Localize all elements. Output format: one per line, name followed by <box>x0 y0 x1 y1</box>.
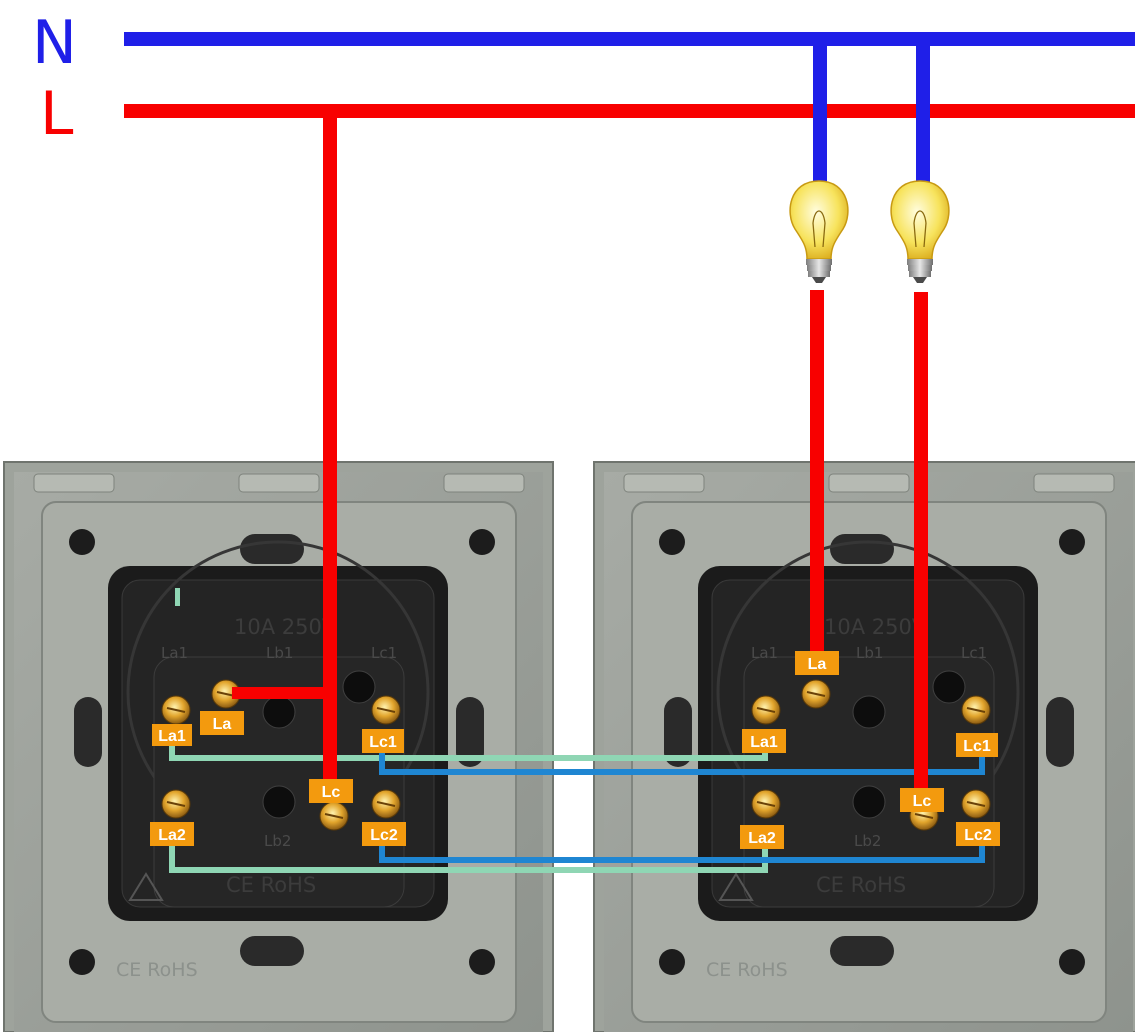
light-bulb-icon <box>890 180 950 284</box>
svg-text:Lc: Lc <box>913 793 932 810</box>
terminal-label-la2: La2 <box>740 825 784 849</box>
terminal-label-lc1: Lc1 <box>956 733 998 757</box>
svg-text:La: La <box>808 656 827 673</box>
svg-text:Lc2: Lc2 <box>370 827 398 844</box>
traveler-wire-stub <box>175 588 180 606</box>
svg-text:La1: La1 <box>750 734 778 751</box>
screw-la <box>801 679 831 709</box>
rating-mark: 10A 250V <box>824 615 927 639</box>
screw-la2 <box>161 789 191 819</box>
live-feed-wire <box>323 112 337 792</box>
embossed-lb2: Lb2 <box>264 832 291 850</box>
left-la-jumper <box>232 687 332 699</box>
live-rail-label: L <box>40 79 74 149</box>
embossed-lc1: Lc1 <box>371 644 397 662</box>
screw-lc2 <box>371 789 401 819</box>
terminal-label-la1: La1 <box>152 724 192 746</box>
terminal-label-lc: Lc <box>309 779 353 803</box>
svg-text:Lc2: Lc2 <box>964 827 992 844</box>
screw-la1 <box>161 695 191 725</box>
light-bulb-icon <box>789 180 849 284</box>
svg-text:Lc: Lc <box>322 784 341 801</box>
neutral-rail-label: N <box>32 8 77 78</box>
cert-mark: CE RoHS <box>226 873 316 897</box>
terminal-label-lc: Lc <box>900 788 944 812</box>
svg-text:La1: La1 <box>158 728 186 745</box>
embossed-lb1: Lb1 <box>856 644 883 662</box>
terminal-label-lc2: Lc2 <box>362 822 406 846</box>
switch-right: 10A 250V La1 Lb1 Lc1 Lb2 CE RoHS CE RoHS <box>592 460 1135 1032</box>
neutral-rail <box>124 32 1135 46</box>
terminal-label-lc2: Lc2 <box>956 822 1000 846</box>
live-rail <box>124 104 1135 118</box>
embossed-lb2: Lb2 <box>854 832 881 850</box>
embossed-la1: La1 <box>751 644 778 662</box>
terminal-label-lc1: Lc1 <box>362 729 404 753</box>
screw-lc <box>319 801 349 831</box>
rating-mark: 10A 250V <box>234 615 337 639</box>
terminal-label-la2: La2 <box>150 822 194 846</box>
plate-mark: CE RoHS <box>116 959 198 981</box>
lamp-1-switched-wire <box>810 290 824 658</box>
terminal-label-la1: La1 <box>742 729 786 753</box>
cert-mark: CE RoHS <box>816 873 906 897</box>
screw-lc1 <box>961 695 991 725</box>
screw-lc2 <box>961 789 991 819</box>
svg-text:Lc1: Lc1 <box>963 738 991 755</box>
svg-text:La2: La2 <box>748 830 776 847</box>
embossed-lb1: Lb1 <box>266 644 293 662</box>
embossed-la1: La1 <box>161 644 188 662</box>
screw-la2 <box>751 789 781 819</box>
svg-text:La2: La2 <box>158 827 186 844</box>
screw-lc1 <box>371 695 401 725</box>
svg-text:Lc1: Lc1 <box>369 734 397 751</box>
plate-mark: CE RoHS <box>706 959 788 981</box>
switch-left: 10A 250V La1 Lb1 Lc1 Lb2 CE RoHS CE RoHS <box>2 460 555 1032</box>
terminal-label-la: La <box>795 651 839 675</box>
terminal-label-la: La <box>200 711 244 735</box>
embossed-lc1: Lc1 <box>961 644 987 662</box>
lamp-2-neutral-wire <box>916 44 930 184</box>
svg-text:La: La <box>213 716 232 733</box>
lamp-1-neutral-wire <box>813 44 827 184</box>
screw-la1 <box>751 695 781 725</box>
traveler-wire-a2 <box>169 830 768 873</box>
lamp-2-switched-wire <box>914 292 928 792</box>
